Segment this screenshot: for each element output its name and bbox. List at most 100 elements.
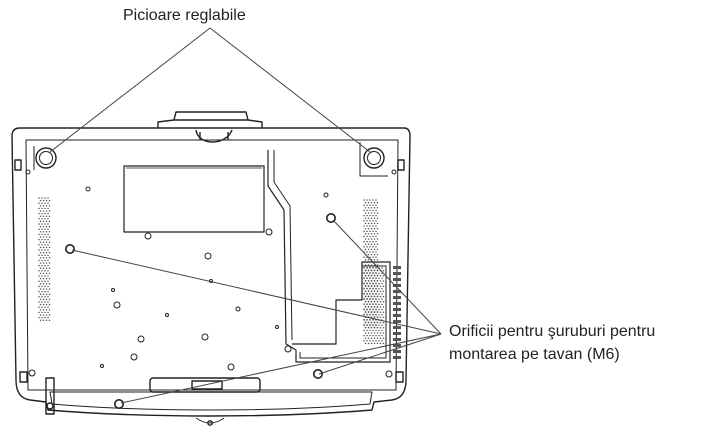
vent-hole	[363, 199, 365, 201]
vent-hole	[48, 251, 51, 254]
vent-hole	[38, 296, 40, 298]
vent-hole	[45, 277, 48, 280]
vent-hole	[369, 282, 371, 285]
vent-hole	[375, 235, 377, 238]
vent-hole	[366, 235, 368, 238]
vent-hole	[376, 306, 379, 308]
vent-hole	[42, 272, 45, 275]
vent-hole	[373, 327, 376, 329]
vent-hole	[42, 267, 45, 269]
vent-hole	[39, 215, 42, 217]
vent-hole	[372, 324, 374, 326]
vent-hole	[363, 329, 365, 332]
vent-hole	[39, 267, 42, 269]
vent-hole	[38, 264, 40, 267]
vent-hole	[44, 223, 46, 225]
vent-slots	[393, 266, 401, 359]
vent-hole	[372, 209, 374, 212]
vent-hole	[41, 238, 43, 241]
vent-hole	[364, 238, 367, 240]
vent-hole	[364, 269, 367, 272]
vent-hole	[45, 215, 48, 217]
vent-hole	[42, 220, 45, 223]
vent-slot	[393, 308, 401, 311]
vent-slot	[393, 338, 401, 341]
vent-hole	[376, 217, 379, 219]
vent-hole	[376, 311, 379, 313]
vent-hole	[370, 290, 373, 293]
vent-hole	[375, 340, 377, 342]
vent-hole	[363, 334, 365, 337]
vent-hole	[366, 298, 368, 300]
vent-hole	[47, 311, 49, 314]
vent-hole	[367, 238, 370, 240]
vent-hole	[363, 246, 365, 248]
vent-hole	[39, 246, 42, 249]
vent-hole	[370, 217, 373, 219]
vent-hole	[372, 214, 374, 217]
leader-line-feet-right	[209, 27, 371, 153]
mount-holes-label-line2: montarea pe tavan (M6)	[449, 346, 620, 363]
vent-hole	[47, 249, 49, 251]
vent-hole	[366, 340, 368, 342]
vent-hole	[41, 306, 43, 308]
vent-hole	[366, 329, 368, 332]
vent-hole	[44, 270, 46, 272]
tab-left-bottom	[19, 371, 28, 383]
vent-hole	[370, 253, 373, 256]
vent-hole	[42, 262, 45, 264]
vent-hole	[372, 267, 374, 269]
vent-hole	[48, 272, 51, 275]
vent-hole	[48, 262, 51, 264]
vent-hole	[378, 293, 380, 295]
vent-hole	[369, 261, 371, 264]
vent-hole	[375, 334, 377, 337]
vent-hole	[373, 321, 376, 324]
vent-hole	[366, 314, 368, 316]
vent-hole	[42, 319, 45, 321]
vent-hole	[45, 298, 48, 301]
vent-slot	[393, 344, 401, 347]
vent-hole	[364, 233, 367, 235]
vent-hole	[39, 210, 42, 212]
vent-hole	[45, 225, 48, 228]
vent-hole	[381, 308, 383, 311]
vent-slot	[393, 314, 401, 317]
vent-hole	[366, 199, 368, 201]
vent-hole	[39, 288, 42, 290]
vent-hole	[367, 275, 370, 277]
vent-hole	[376, 316, 379, 319]
filter-cover	[123, 165, 265, 233]
vent-left	[38, 197, 51, 321]
vent-hole	[42, 298, 45, 301]
vent-hole	[378, 334, 380, 337]
vent-hole	[372, 220, 374, 222]
vent-hole	[363, 303, 365, 306]
vent-hole	[373, 332, 376, 334]
vent-hole	[44, 207, 46, 210]
vent-hole	[41, 228, 43, 230]
vent-hole	[379, 332, 382, 334]
vent-hole	[41, 296, 43, 298]
vent-hole	[367, 253, 370, 256]
vent-hole	[382, 327, 385, 329]
vent-hole	[378, 324, 380, 326]
vent-hole	[379, 280, 382, 282]
vent-hole	[369, 272, 371, 274]
vent-hole	[370, 207, 373, 209]
vent-hole	[363, 298, 365, 300]
vent-hole	[381, 298, 383, 300]
vent-hole	[48, 293, 51, 295]
vent-hole	[364, 222, 367, 225]
vent-hole	[369, 288, 371, 290]
vent-hole	[363, 230, 365, 232]
vent-hole	[38, 259, 40, 262]
vent-hole	[42, 210, 45, 212]
vent-hole	[367, 337, 370, 339]
vent-hole	[363, 319, 365, 321]
vent-hole	[369, 209, 371, 212]
vent-hole	[38, 306, 40, 308]
vent-hole	[373, 337, 376, 339]
vent-hole	[369, 251, 371, 253]
vent-hole	[48, 257, 51, 259]
